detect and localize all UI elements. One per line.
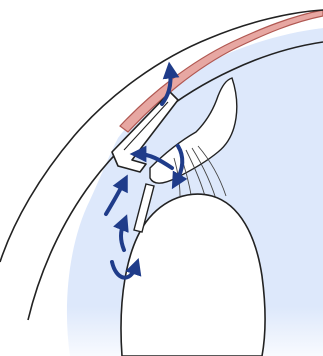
eye-anatomy-figure (0, 0, 323, 356)
eye-diagram (0, 0, 323, 356)
